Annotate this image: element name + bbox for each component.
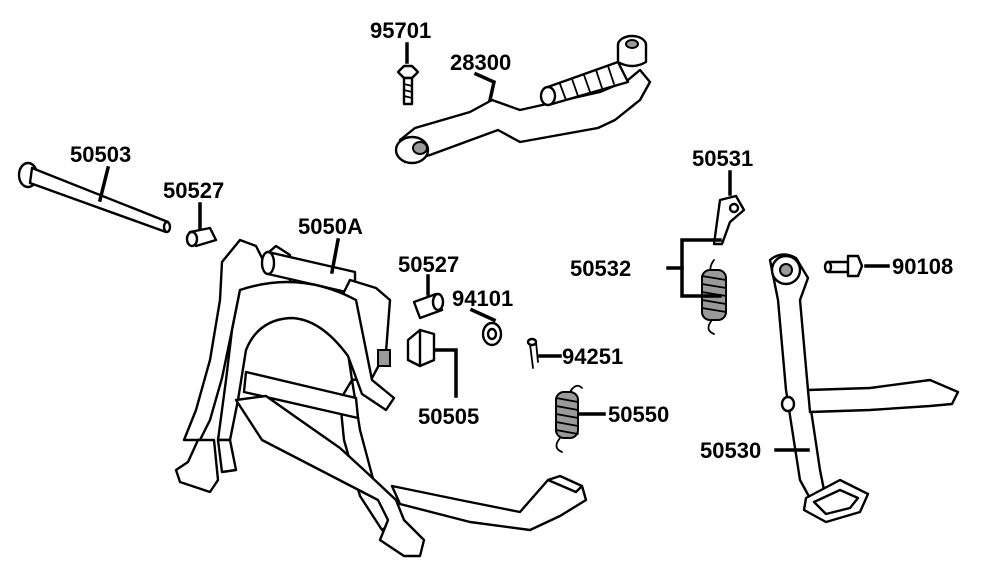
label-28300: 28300 (450, 50, 511, 75)
part-labels: 95701 28300 50503 50527 5050A 50527 9410… (70, 18, 953, 463)
leader-lines (97, 42, 890, 452)
label-50527-center: 50527 (398, 252, 459, 277)
label-50531: 50531 (692, 146, 753, 171)
spring-50550 (555, 384, 583, 453)
label-95701: 95701 (370, 18, 431, 43)
axle-rod (17, 161, 172, 234)
label-94101: 94101 (452, 286, 513, 311)
bolt-95701 (396, 64, 420, 106)
label-50550: 50550 (608, 402, 669, 427)
bushing-50527-left (185, 226, 218, 248)
bushing-50527-center (412, 292, 445, 320)
label-94251: 94251 (562, 344, 623, 369)
label-50505: 50505 (418, 404, 479, 429)
label-50530: 50530 (700, 438, 761, 463)
kick-starter-lever (394, 34, 652, 165)
label-50503: 50503 (70, 142, 131, 167)
label-90108: 90108 (892, 254, 953, 279)
bolt-90108 (823, 254, 864, 278)
side-stand (701, 194, 960, 524)
main-stand (174, 238, 588, 558)
label-50527-left: 50527 (163, 178, 224, 203)
label-5050A: 5050A (298, 214, 363, 239)
washer-94101 (481, 321, 503, 347)
cotter-pin-94251 (526, 337, 539, 369)
label-50532: 50532 (570, 256, 631, 281)
bracket-50505 (406, 328, 436, 368)
